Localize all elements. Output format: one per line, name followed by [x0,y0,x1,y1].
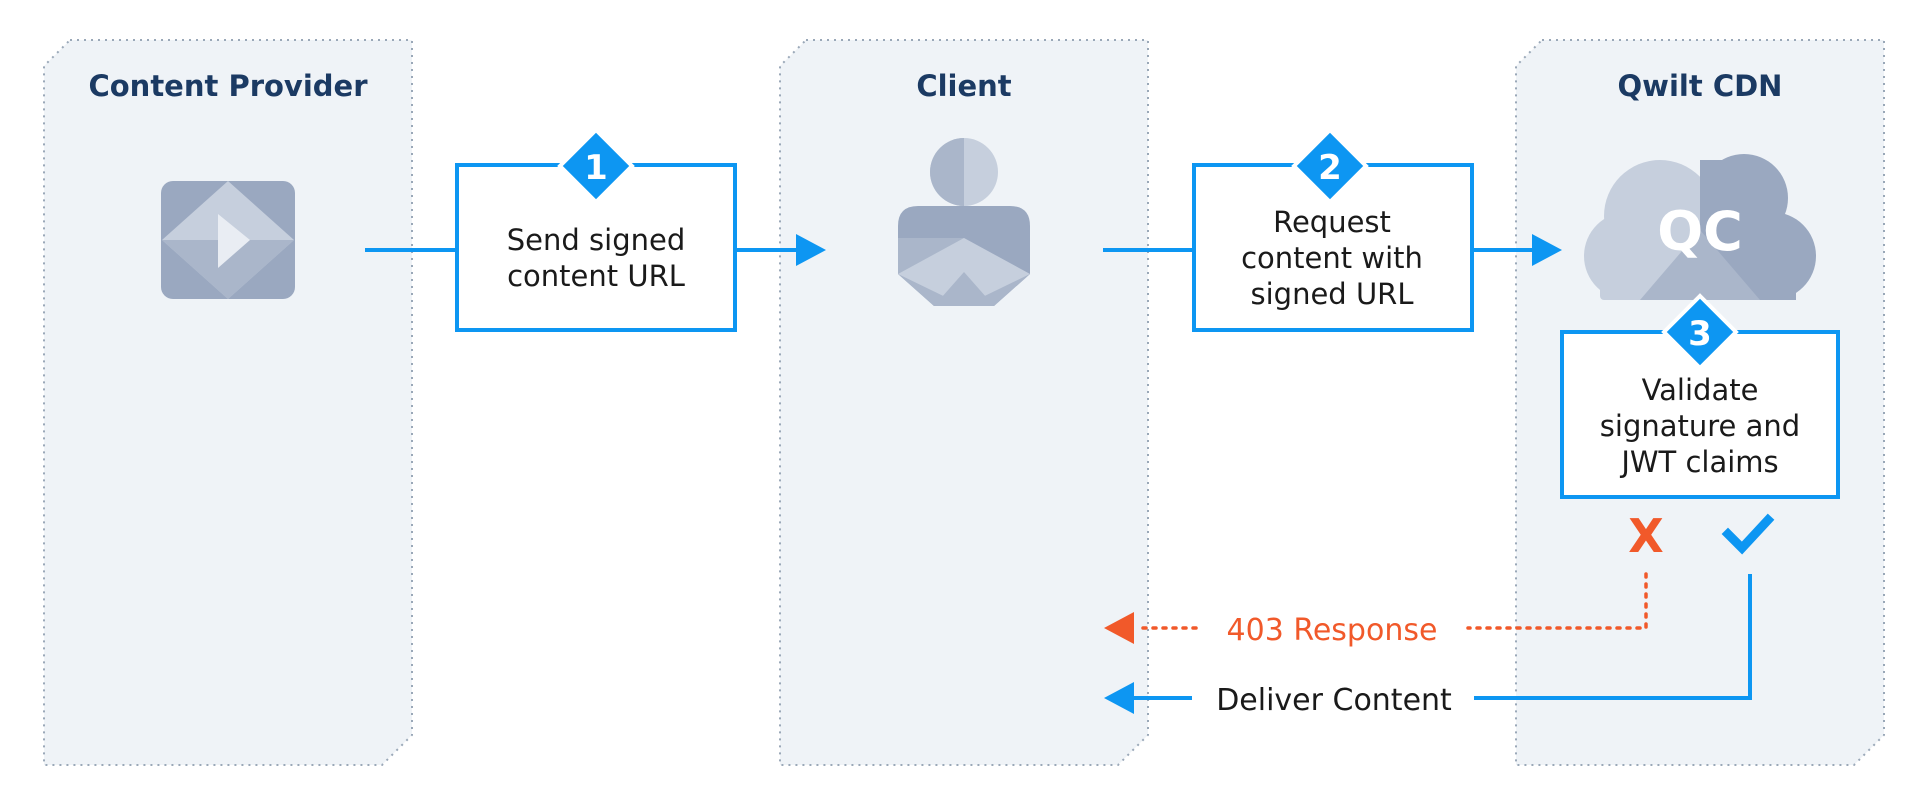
step-3-label-line-1: Validate [1642,373,1759,407]
error-response-flow: 403 Response [1104,572,1648,648]
arrowhead-to-cdn [1532,234,1562,266]
checkmark-icon [1721,513,1775,555]
deliver-content-flow: Deliver Content [1104,574,1752,718]
error-arrowhead [1104,612,1134,644]
fail-mark: X [1628,509,1663,563]
step-3-badge [1661,293,1739,371]
step-1-label-line-1: Send signed [507,223,685,257]
step-3-validate: 3 Validate signature and JWT claims [1560,293,1840,499]
step-1-number: 1 [584,148,608,188]
step-2-request-content: 2 Request content with signed URL [1103,127,1562,332]
error-response-label: 403 Response [1227,613,1438,648]
deliver-arrowhead [1104,682,1134,714]
step-2-label-line-3: signed URL [1251,277,1414,311]
qc-cloud-icon: QC [1584,154,1816,300]
step-2-number: 2 [1318,148,1342,188]
lane-client-title: Client [916,69,1011,103]
user-icon [898,138,1030,306]
step-3-number: 3 [1688,314,1712,354]
step-1-send-signed-url: 1 Send signed content URL [365,127,826,332]
lane-qwilt-cdn-title: Qwilt CDN [1618,69,1783,103]
step-3-label-line-3: JWT claims [1619,445,1778,479]
lane-client: Client [779,39,1149,766]
lane-content-provider-bg [43,39,413,766]
lane-content-provider-title: Content Provider [88,69,368,103]
step-2-label-line-1: Request [1273,205,1391,239]
step-3-label-line-2: signature and [1600,409,1800,443]
deliver-content-label: Deliver Content [1216,683,1452,718]
step-2-label-line-2: content with [1241,241,1423,275]
qc-logo-letters: QC [1657,200,1743,263]
lane-content-provider: Content Provider [43,39,413,766]
error-path-from-cdn [1466,572,1648,630]
step-1-badge [557,127,635,205]
arrowhead-to-client [796,234,826,266]
lane-client-bg [779,39,1149,766]
play-tile-icon [161,181,295,299]
step-2-badge [1291,127,1369,205]
deliver-path-from-cdn [1474,574,1752,700]
step-1-label-line-2: content URL [507,259,685,293]
